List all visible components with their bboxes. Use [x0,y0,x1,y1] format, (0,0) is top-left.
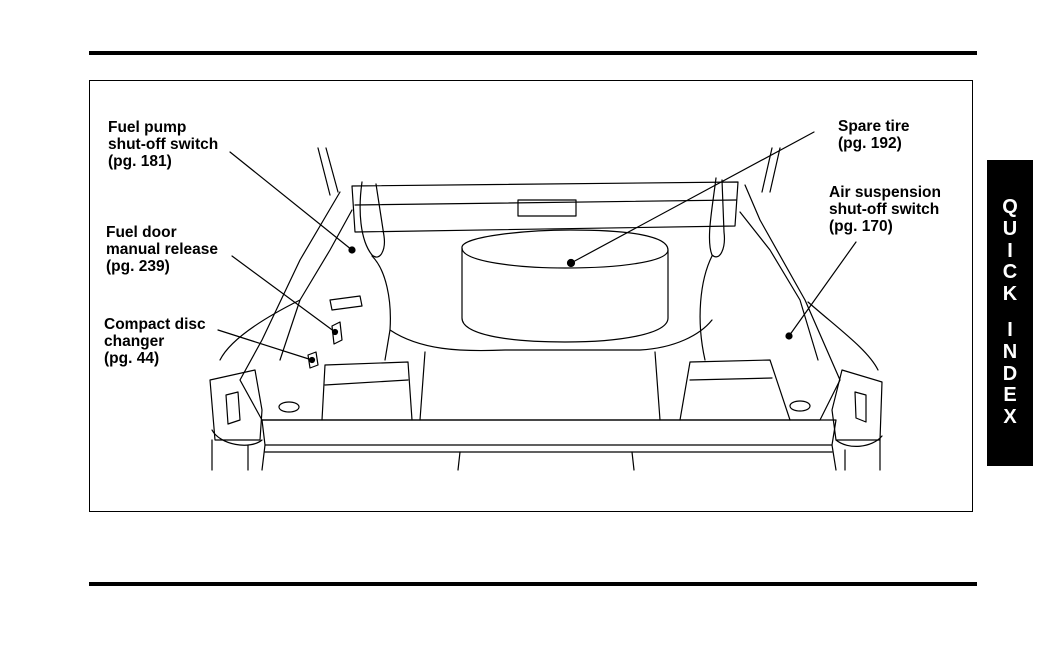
callout-air-suspension-page: (pg. 170) [829,218,941,235]
tab-letter: C [1003,262,1017,284]
callout-spare-tire-page: (pg. 192) [838,135,910,152]
callout-cd-changer-page: (pg. 44) [104,350,206,367]
tab-letter: Q [1002,197,1018,219]
tab-letter: N [1003,342,1017,364]
callout-air-suspension-line2: shut-off switch [829,201,941,218]
tab-letter: D [1003,364,1017,386]
callout-air-suspension-line1: Air suspension [829,184,941,201]
callout-spare-tire: Spare tire (pg. 192) [838,118,910,152]
tab-letter: E [1003,385,1016,407]
tab-letter: I [1007,241,1013,263]
callout-fuel-door-page: (pg. 239) [106,258,218,275]
callout-fuel-pump: Fuel pump shut-off switch (pg. 181) [108,119,218,170]
callout-fuel-pump-page: (pg. 181) [108,153,218,170]
quick-index-tab[interactable]: Q U I C K I N D E X [987,160,1033,466]
callout-fuel-pump-line2: shut-off switch [108,136,218,153]
callout-spare-tire-line1: Spare tire [838,118,910,135]
callout-cd-changer-line2: changer [104,333,206,350]
callout-fuel-door: Fuel door manual release (pg. 239) [106,224,218,275]
callout-fuel-door-line1: Fuel door [106,224,218,241]
tab-letter: I [1007,320,1013,342]
tab-letter: K [1003,284,1017,306]
callout-cd-changer: Compact disc changer (pg. 44) [104,316,206,367]
callout-cd-changer-line1: Compact disc [104,316,206,333]
callout-fuel-pump-line1: Fuel pump [108,119,218,136]
tab-letter: U [1003,219,1017,241]
callout-fuel-door-line2: manual release [106,241,218,258]
callout-air-suspension: Air suspension shut-off switch (pg. 170) [829,184,941,235]
tab-letter: X [1003,407,1016,429]
